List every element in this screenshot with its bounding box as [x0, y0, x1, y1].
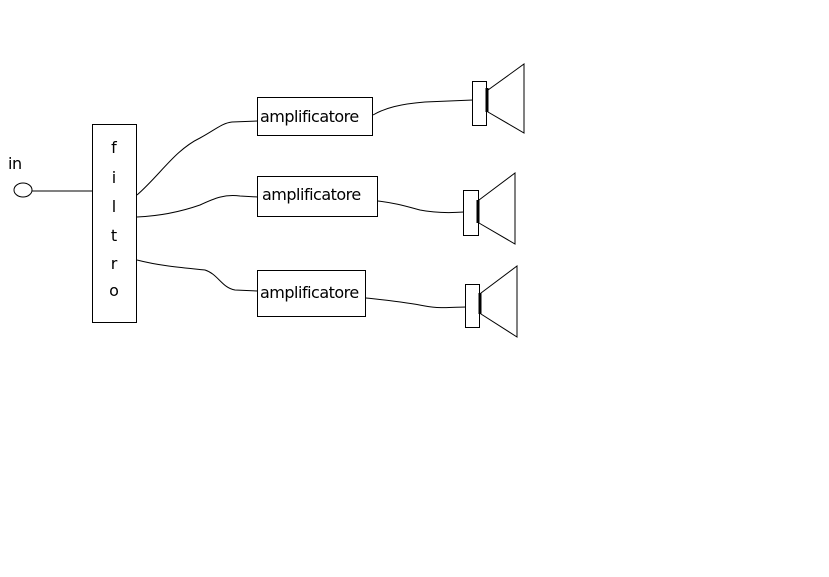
- amplifier-box-2: [257, 176, 378, 217]
- wire-amp-speaker-1: [372, 99, 474, 116]
- amplifier-box-1: [257, 97, 373, 136]
- speaker-icon: [463, 172, 516, 245]
- amplifier-label-2: amplificatore: [262, 185, 361, 204]
- amplifier-box-3: [257, 270, 366, 317]
- wire-filter-amp-3: [136, 259, 259, 292]
- wire-amp-speaker-2: [377, 200, 465, 214]
- filter-letter: r: [110, 254, 118, 273]
- filter-letter: l: [111, 197, 117, 216]
- input-jack-icon: [13, 182, 33, 198]
- input-label: in: [8, 154, 22, 173]
- filter-letter: f: [111, 138, 117, 157]
- amplifier-label-1: amplificatore: [260, 107, 359, 126]
- filter-box: [92, 124, 137, 323]
- speaker-icon: [472, 63, 525, 134]
- wire-filter-amp-1: [136, 120, 259, 196]
- filter-letter: o: [109, 281, 119, 300]
- wire-filter-amp-2: [136, 195, 259, 218]
- filter-letter: i: [111, 168, 117, 187]
- amplifier-label-3: amplificatore: [260, 283, 359, 302]
- speaker-icon: [465, 265, 518, 338]
- wire-amp-speaker-3: [365, 297, 467, 309]
- filter-letter: t: [110, 226, 118, 245]
